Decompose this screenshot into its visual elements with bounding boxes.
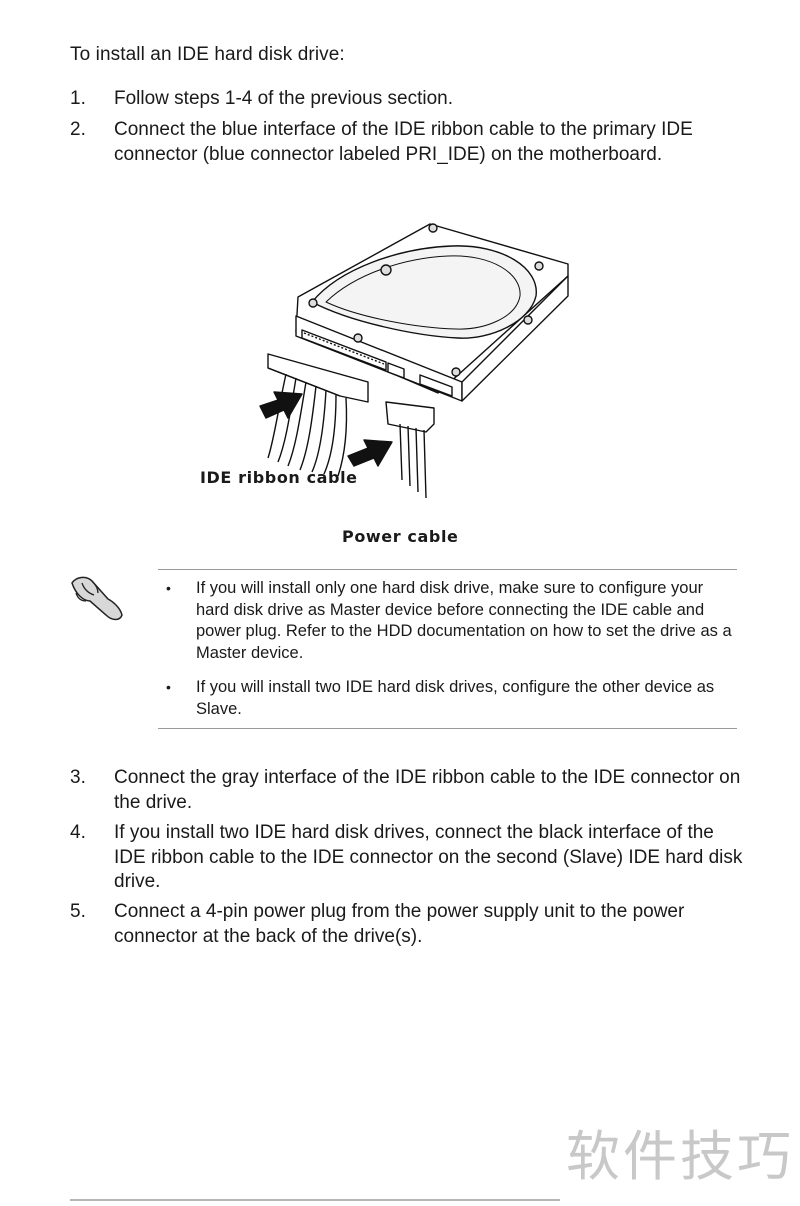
note-item: • If you will install only one hard disk…: [158, 578, 737, 665]
step-number: 4.: [70, 822, 86, 843]
step-4: 4. If you install two IDE hard disk driv…: [70, 821, 750, 895]
bullet: •: [166, 678, 171, 695]
step-1: 1. Follow steps 1-4 of the previous sect…: [70, 87, 750, 112]
power-cable-label: Power cable: [342, 527, 459, 546]
watermark: 软件技巧: [566, 1125, 794, 1188]
power-connector: [385, 401, 435, 433]
footer-divider: [70, 1199, 560, 1201]
note-box: • If you will install only one hard disk…: [158, 569, 737, 729]
note-text: If you will install only one hard disk d…: [196, 579, 732, 663]
step-text: Connect a 4-pin power plug from the powe…: [114, 901, 685, 947]
step-number: 3.: [70, 767, 86, 788]
platter-cover: [311, 245, 537, 339]
bullet: •: [166, 580, 171, 596]
ribbon-arrow: [259, 391, 303, 419]
intro-text: To install an IDE hard disk drive:: [70, 44, 345, 65]
hdd-installation-figure: IDE ribbon cable Power cable: [190, 210, 590, 560]
note-text: If you will install two IDE hard disk dr…: [196, 677, 715, 718]
step-2: 2. Connect the blue interface of the IDE…: [70, 118, 750, 167]
hand-pointing-note-icon: [71, 576, 123, 621]
note-item: • If you will install two IDE hard disk …: [158, 677, 737, 720]
step-number: 1.: [70, 88, 86, 109]
step-text: Connect the blue interface of the IDE ri…: [114, 119, 693, 165]
step-number: 5.: [70, 901, 86, 922]
ide-ribbon-cable-label: IDE ribbon cable: [200, 468, 358, 487]
drive-side: [461, 275, 569, 402]
step-3: 3. Connect the gray interface of the IDE…: [70, 766, 750, 815]
step-number: 2.: [70, 119, 86, 140]
step-text: Follow steps 1-4 of the previous section…: [114, 88, 454, 109]
step-5: 5. Connect a 4-pin power plug from the p…: [70, 900, 750, 949]
ribbon-connector: [267, 353, 369, 403]
hdd-drawing: [259, 223, 569, 499]
power-arrow: [347, 439, 393, 467]
step-text: Connect the gray interface of the IDE ri…: [114, 767, 741, 813]
note-list: • If you will install only one hard disk…: [158, 578, 737, 732]
step-text: If you install two IDE hard disk drives,…: [114, 822, 743, 892]
